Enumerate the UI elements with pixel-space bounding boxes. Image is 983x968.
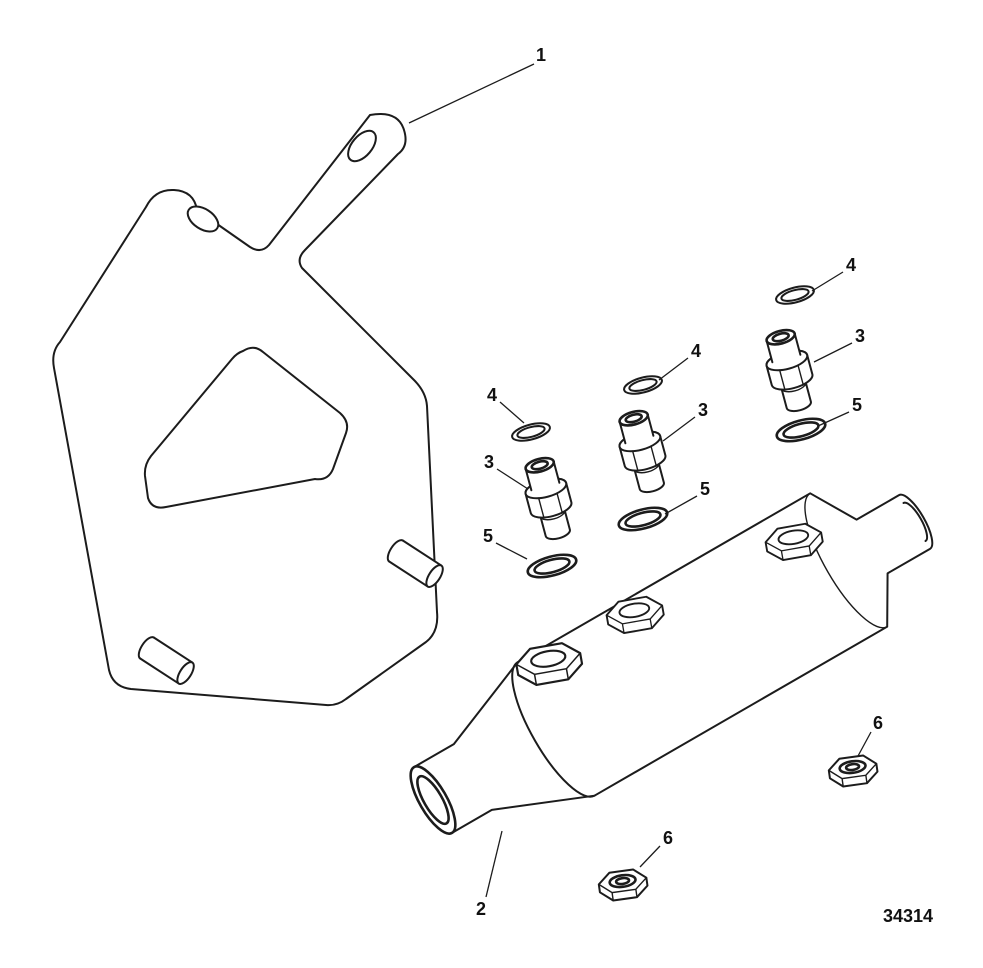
callout-bracket: 1 [536,45,546,65]
leader-line-3c [813,342,853,363]
o-ring-upper-middle [621,371,665,399]
leader-line-4a [499,401,525,424]
callout-fitting-middle: 3 [698,400,708,420]
leader-line-6a [857,731,872,757]
fitting-left [516,452,581,545]
callout-fitting-left: 3 [484,452,494,472]
heat-exchanger [409,492,934,835]
outlet-rim [902,501,929,543]
callout-oring-upper-right: 4 [846,255,856,275]
heat-exchanger-body [409,492,934,835]
bracket [52,113,447,707]
leader-line-4c [811,271,844,292]
leader-line-4b [658,357,689,381]
fitting-right [757,324,822,417]
bracket-hole-upper [347,129,377,163]
leader-line-2 [485,830,503,898]
callout-oring-lower-middle: 5 [700,479,710,499]
callouts: 1 2 3 3 3 4 4 4 5 5 5 6 6 [408,45,883,919]
callout-heat-exchanger: 2 [476,899,486,919]
callout-oring-lower-right: 5 [852,395,862,415]
o-ring-upper-left [509,418,553,446]
locknut-bottom [596,866,651,904]
locknut-right [826,752,881,790]
o-ring-upper-right [773,281,817,309]
bracket-hole-left [186,205,220,233]
callout-oring-upper-middle: 4 [691,341,701,361]
leader-line-3a [496,468,529,490]
body-seam-right [804,492,888,629]
leader-line-5c [817,411,850,427]
fitting-middle [610,405,675,498]
callout-locknut-right: 6 [873,713,883,733]
bracket-cutout [143,346,349,509]
leader-line-1 [408,63,535,124]
leader-line-3b [662,416,696,442]
o-ring-lower-right [773,413,829,447]
o-ring-lower-middle [615,502,671,536]
hose-port-inner-ring [416,774,450,826]
callout-oring-lower-left: 5 [483,526,493,546]
o-ring-lower-left [524,549,580,583]
leader-line-5a [495,542,528,560]
leader-line-5b [664,495,698,515]
leader-line-6b [639,845,661,868]
body-seam-left [511,661,596,798]
drawing-number: 34314 [883,906,933,926]
callout-oring-upper-left: 4 [487,385,497,405]
callout-fitting-right: 3 [855,326,865,346]
callout-locknut-bottom: 6 [663,828,673,848]
